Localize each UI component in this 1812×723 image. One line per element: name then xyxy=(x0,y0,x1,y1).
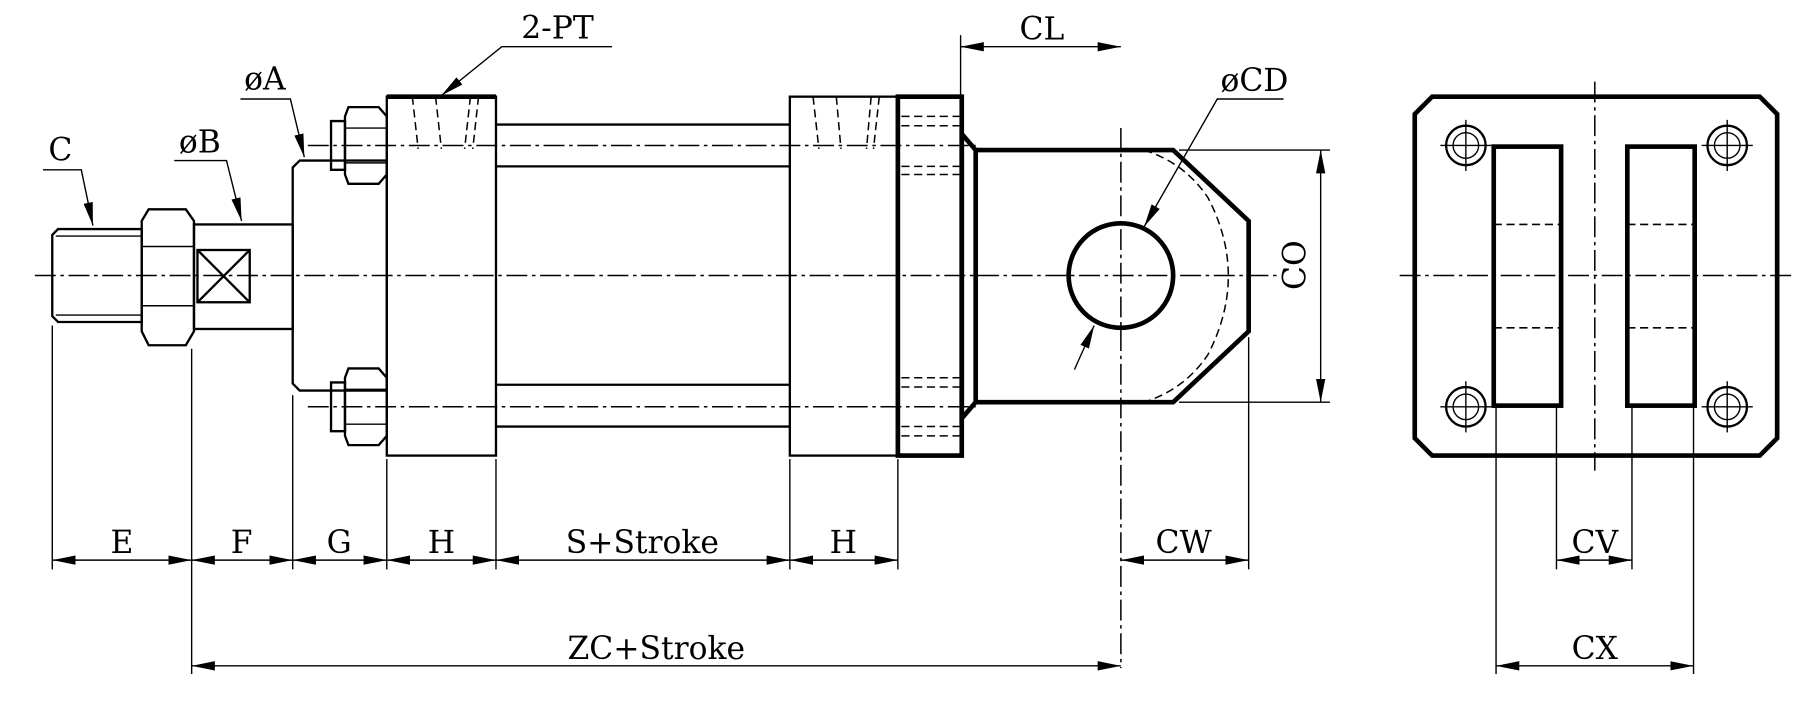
slot-right xyxy=(1624,144,1698,408)
centerlines xyxy=(34,81,1792,669)
piston-rod xyxy=(192,223,294,331)
label-ZC-stroke: ZC+Stroke xyxy=(567,631,745,667)
end-view xyxy=(1412,94,1780,458)
label-phiCD: øCD xyxy=(1220,63,1288,99)
label-C: C xyxy=(48,133,72,169)
label-H-front: H xyxy=(428,525,455,561)
label-CO: CO xyxy=(1278,240,1314,290)
rod-nut xyxy=(140,208,196,347)
label-G: G xyxy=(327,525,352,561)
wrench-flats xyxy=(196,248,251,304)
tie-rod-nut-bottom xyxy=(329,367,388,447)
label-CL: CL xyxy=(1019,12,1064,48)
label-phiB: øB xyxy=(179,124,221,160)
extension-lines xyxy=(51,35,1695,674)
side-view xyxy=(51,94,1251,458)
label-E: E xyxy=(111,525,134,561)
label-CX: CX xyxy=(1572,631,1619,667)
label-port: 2-PT xyxy=(521,11,594,47)
dimension-lines xyxy=(52,42,1694,671)
tie-rod-nut-top xyxy=(329,105,388,185)
label-S-stroke: S+Stroke xyxy=(566,525,719,561)
clevis-body xyxy=(959,127,1251,425)
label-CW: CW xyxy=(1155,525,1212,561)
label-H-rear: H xyxy=(830,525,857,561)
label-F: F xyxy=(231,525,253,561)
dimension-labels: 2-PT øA øB C øCD CL CO E F G H S+Stroke … xyxy=(48,11,1619,667)
end-plate xyxy=(1412,94,1780,458)
leaders xyxy=(42,46,1284,370)
slot-left xyxy=(1491,144,1564,408)
clevis-pin-hole xyxy=(1066,220,1176,331)
label-CV: CV xyxy=(1571,525,1619,561)
cylinder-tube xyxy=(495,123,790,428)
mounting-holes xyxy=(1440,119,1753,433)
label-phiA: øA xyxy=(244,62,286,98)
